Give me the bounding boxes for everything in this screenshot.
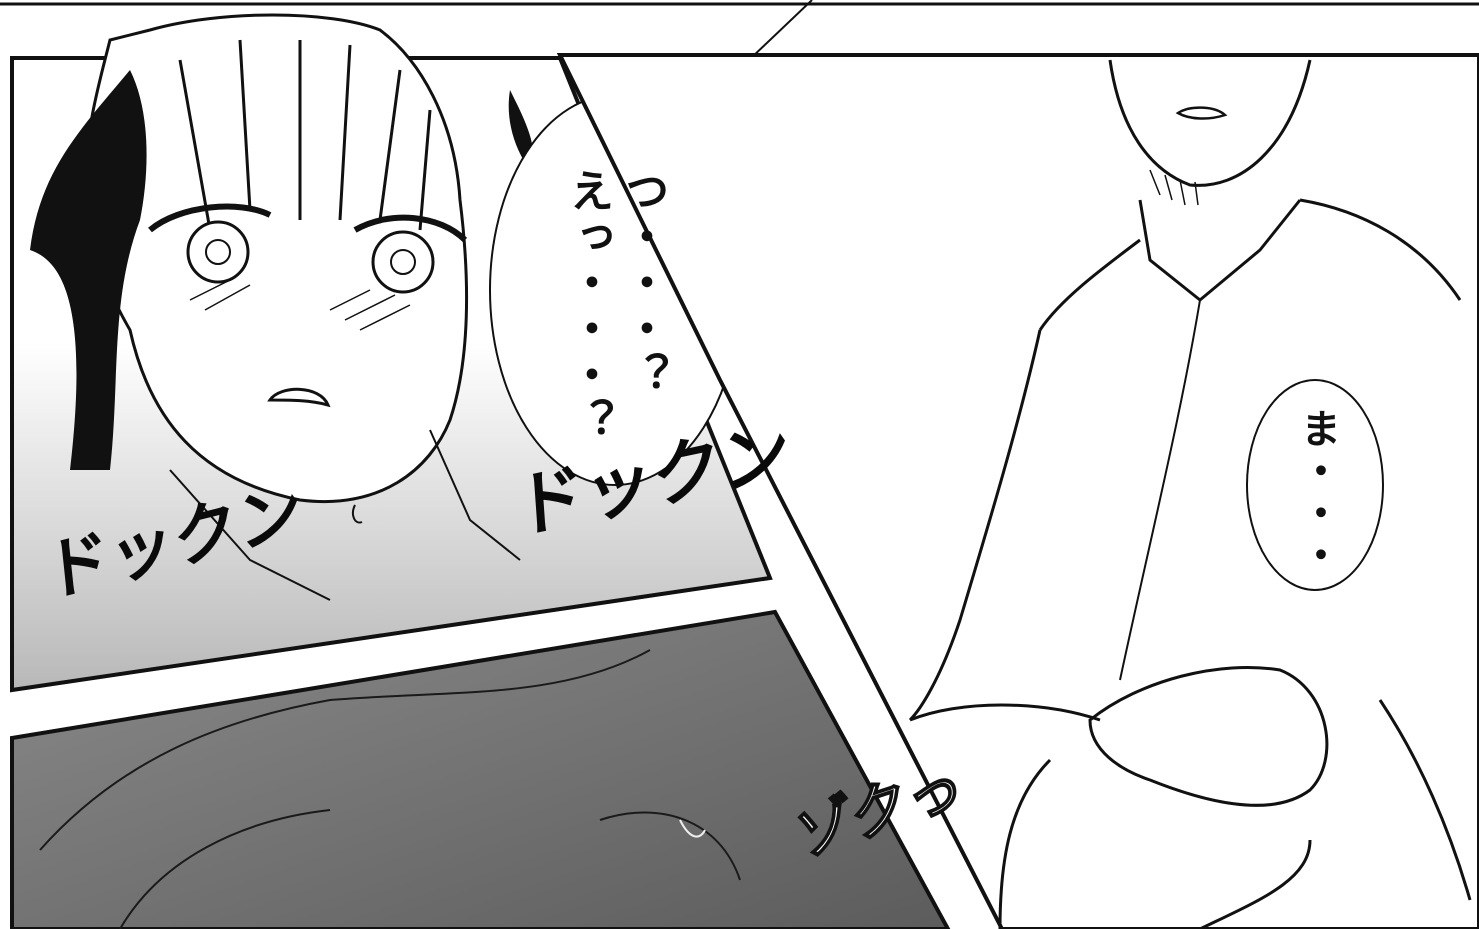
speech-bubble-1-text: つ・・・？えっ・・・？ (562, 168, 668, 444)
panel-girl-body (10, 609, 951, 929)
speech-bubble-2-text: ま・・・ (1294, 408, 1340, 576)
panel-boy (556, 53, 1479, 929)
panel-girl-face (10, 13, 773, 693)
speech-bubble-2 (1246, 379, 1384, 591)
